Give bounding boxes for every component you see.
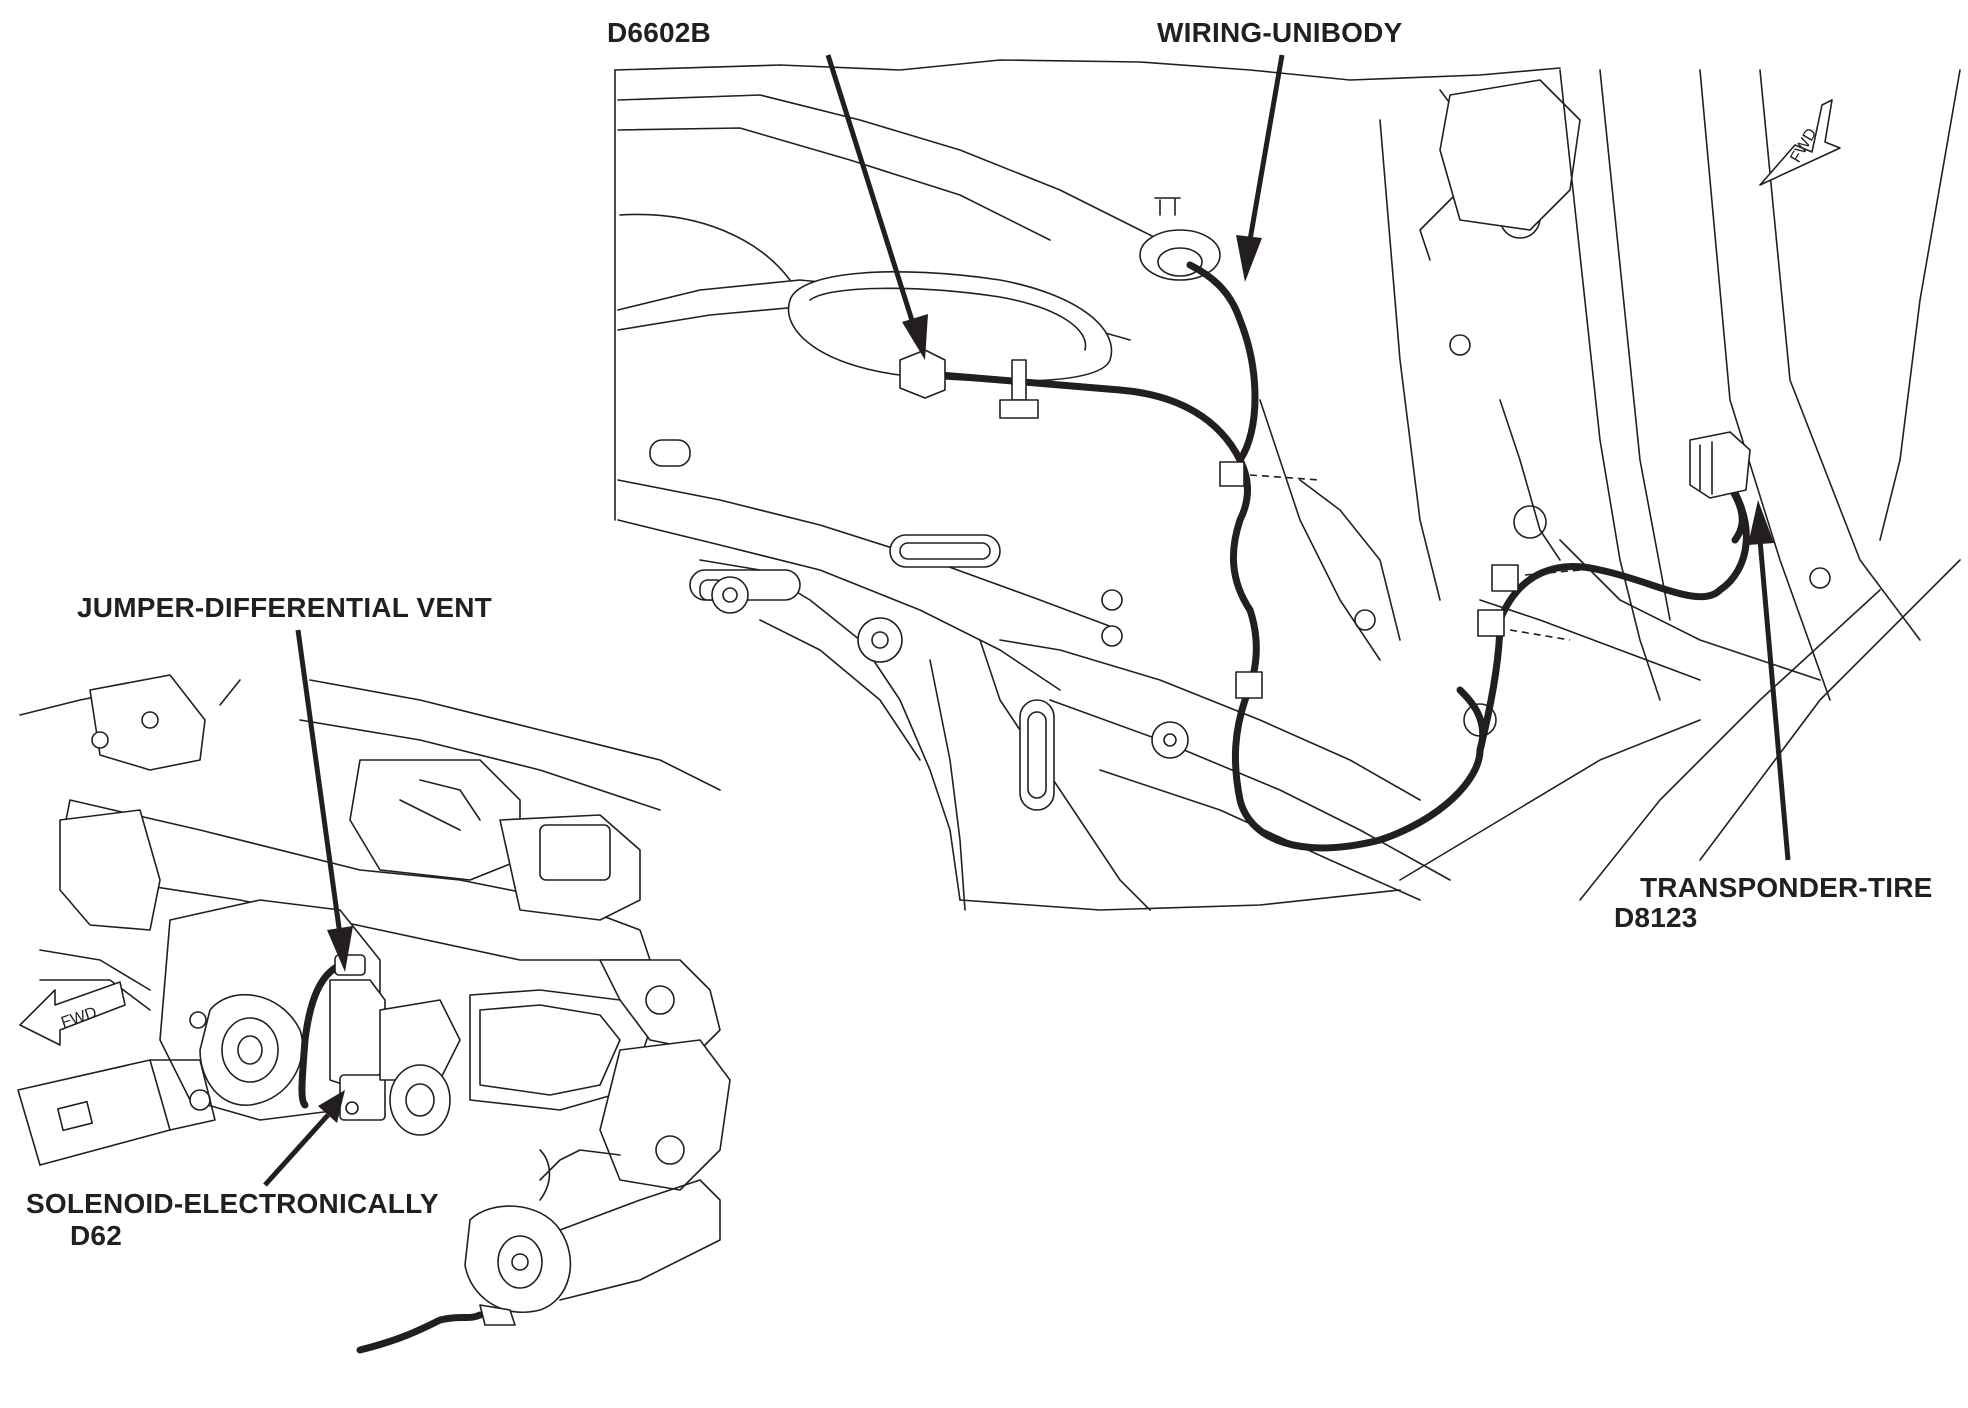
label-transponder-tire-code: D8123 (1614, 902, 1698, 933)
leader-d6602b (825, 54, 928, 360)
leader-jumper-vent (295, 629, 353, 972)
differential-view: FWD (17, 674, 731, 1354)
fwd-arrow-upper: FWD (1759, 99, 1841, 186)
underbody-view: FWD (614, 59, 1961, 911)
label-solenoid-code: D62 (70, 1220, 122, 1251)
leader-wiring-unibody (1236, 54, 1285, 282)
fwd-arrow-lower: FWD (19, 981, 126, 1046)
leader-solenoid (263, 1090, 345, 1187)
label-d6602b: D6602B (607, 17, 711, 48)
label-wiring-unibody: WIRING-UNIBODY (1157, 17, 1403, 48)
label-solenoid: SOLENOID-ELECTRONICALLY (26, 1188, 439, 1219)
label-transponder-tire: TRANSPONDER-TIRE (1640, 872, 1933, 903)
label-jumper-differential-vent: JUMPER-DIFFERENTIAL VENT (77, 592, 492, 623)
leader-transponder-tire (1748, 500, 1791, 861)
